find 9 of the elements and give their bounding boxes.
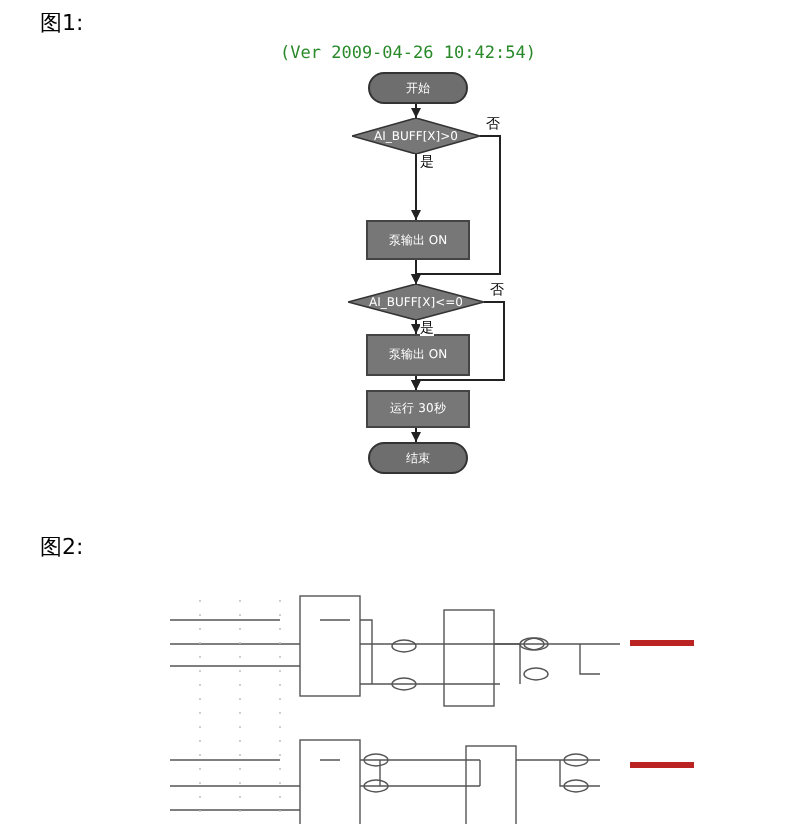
figure-label: 图2:	[40, 532, 84, 562]
arrow	[411, 319, 421, 335]
arrow	[411, 371, 421, 391]
arrow	[411, 153, 421, 221]
arrow	[411, 99, 421, 119]
version-title: (Ver 2009-04-26 10:42:54)	[280, 44, 536, 64]
arrow	[411, 255, 421, 285]
figure-label: 图1:	[40, 8, 84, 38]
arrow	[411, 423, 421, 443]
